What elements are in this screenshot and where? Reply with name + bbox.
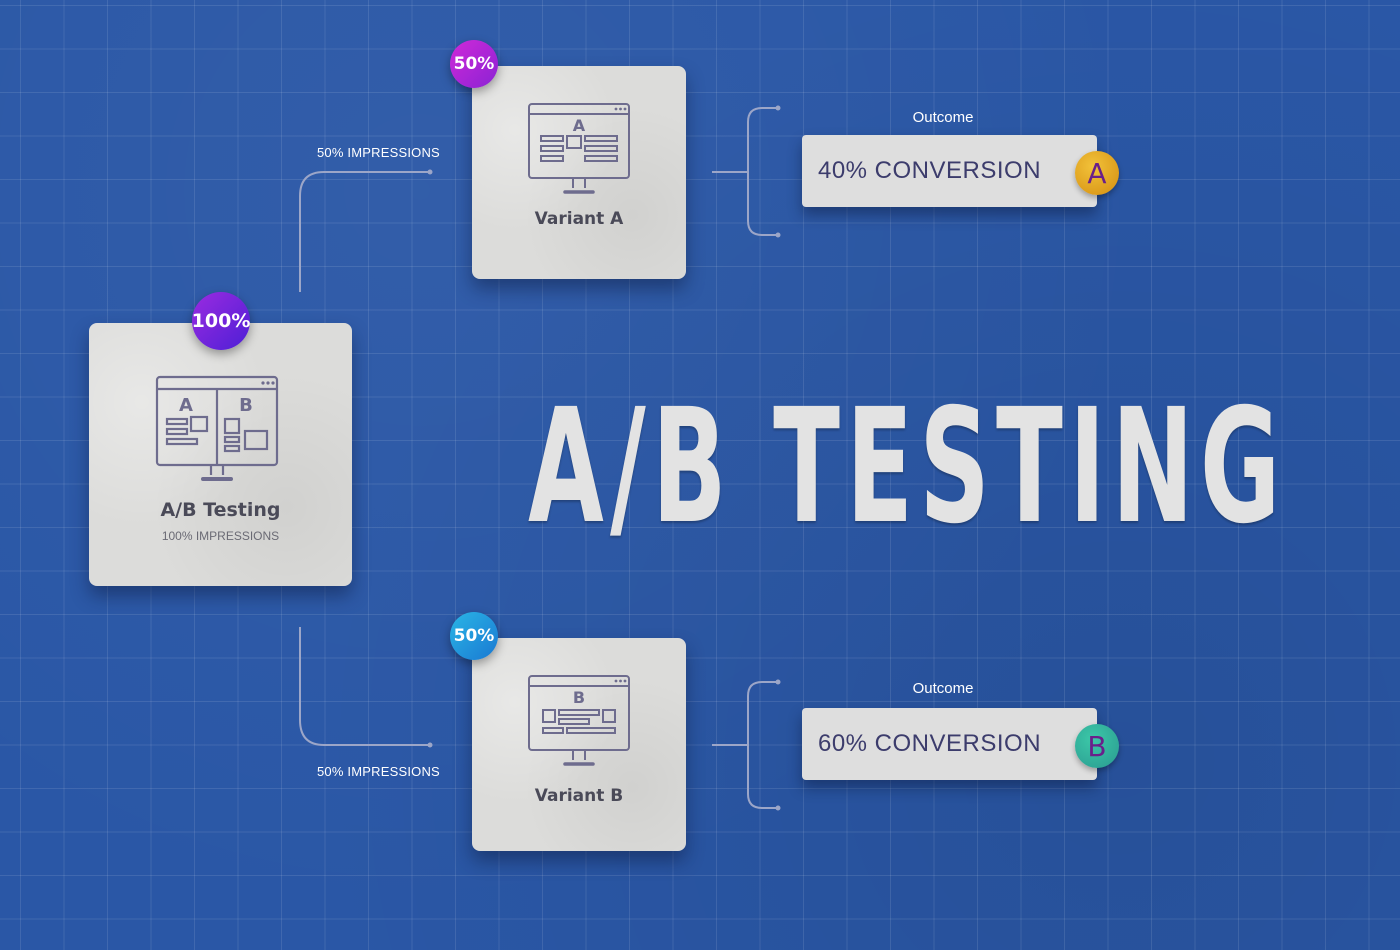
monitor-b-icon: B [528,675,630,766]
variant-a-card: A Variant A [472,66,686,279]
monitor-a-icon: A [528,103,630,194]
variant-b-title: Variant B [534,786,624,806]
outcome-a-letter-badge: A [1075,151,1119,195]
variant-a-badge: 50% [450,40,498,88]
variant-b-card: B Variant B [472,638,686,851]
variant-b-badge: 50% [450,612,498,660]
impressions-label-a: 50% IMPRESSIONS [317,145,440,160]
root-subtitle: 100% IMPRESSIONS [161,529,280,543]
connector-root-to-a [299,171,430,292]
connector-a-bracket [747,107,778,236]
root-card: A B A/B Testing 100% IMPRESSIONS [89,323,352,586]
connector-b-bracket [747,681,778,809]
icon-letter-a: A [179,395,193,416]
monitor-ab-icon: A B [155,375,279,481]
connector-root-to-b [299,627,430,746]
outcome-a-text: 40% CONVERSION [817,157,1042,184]
outcome-label-b: Outcome [912,680,974,697]
outcome-b-text: 60% CONVERSION [817,730,1042,757]
variant-a-title: Variant A [534,209,624,229]
icon-letter-a: A [573,116,586,135]
impressions-label-b: 50% IMPRESSIONS [317,764,440,779]
main-title: A/B TESTING [528,375,1287,559]
icon-letter-b: B [239,395,253,416]
outcome-label-a: Outcome [912,109,974,126]
root-title: A/B Testing [160,499,281,521]
outcome-box-b: 60% CONVERSION [802,708,1097,780]
outcome-box-a: 40% CONVERSION [802,135,1097,207]
root-badge: 100% [192,292,250,350]
outcome-b-letter-badge: B [1075,724,1119,768]
icon-letter-b: B [573,688,585,707]
